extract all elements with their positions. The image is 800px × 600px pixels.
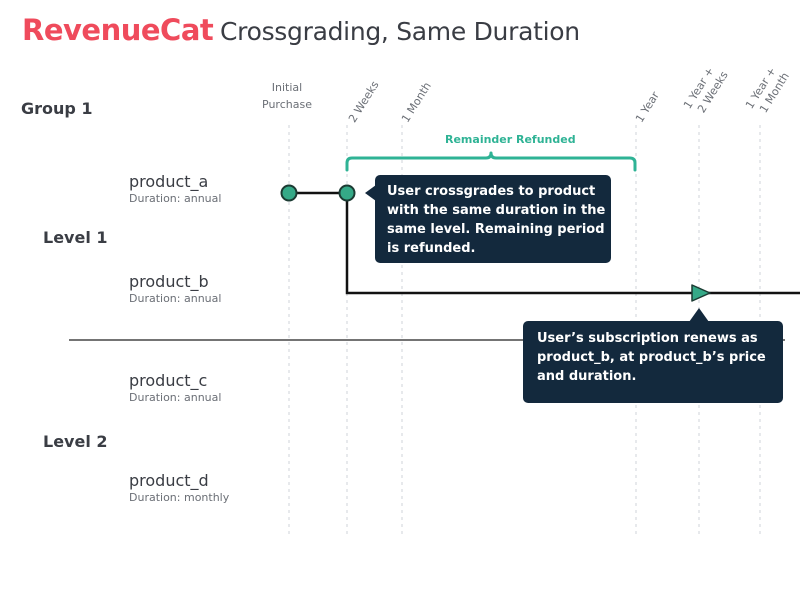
renewal-marker xyxy=(691,284,711,302)
callout-crossgrade-line: is refunded. xyxy=(387,241,476,256)
callout-crossgrade-line: with the same duration in the xyxy=(387,203,606,218)
product-d-duration: Duration: monthly xyxy=(129,491,230,504)
product-b-row: product_b Duration: annual xyxy=(129,272,221,306)
initial-label-line2: Purchase xyxy=(262,98,312,111)
group-label: Group 1 xyxy=(21,99,93,118)
crossgrade-marker xyxy=(338,184,356,202)
product-c-name: product_c xyxy=(129,371,208,390)
product-c-duration: Duration: annual xyxy=(129,391,222,404)
callout-renewal-line: and duration. xyxy=(537,369,637,384)
callout-renewal-pointer xyxy=(689,308,709,322)
callout-renewal: User’s subscription renews as product_b,… xyxy=(523,321,783,403)
remainder-refunded-bracket xyxy=(345,151,637,172)
callout-crossgrade-pointer xyxy=(365,185,376,201)
level-1-label: Level 1 xyxy=(43,228,108,247)
callout-crossgrade-line: User crossgrades to product xyxy=(387,184,596,199)
product-c-row: product_c Duration: annual xyxy=(129,371,221,405)
callout-renewal-line: User’s subscription renews as xyxy=(537,331,758,346)
product-d-row: product_d Duration: monthly xyxy=(129,471,229,505)
product-b-segment xyxy=(345,193,800,295)
callout-crossgrade-line: same level. Remaining period xyxy=(387,222,605,237)
product-a-duration: Duration: annual xyxy=(129,192,222,205)
product-a-row: product_a Duration: annual xyxy=(129,172,221,206)
callout-renewal-line: product_b, at product_b’s price xyxy=(537,350,766,365)
callout-crossgrade: User crossgrades to product with the sam… xyxy=(375,175,611,263)
revenuecat-logo: RevenueCat xyxy=(22,13,214,47)
page-title: Crossgrading, Same Duration xyxy=(220,17,580,46)
product-d-name: product_d xyxy=(129,471,209,490)
timeline-label-initial-purchase: Initial Purchase xyxy=(262,81,312,112)
initial-label-line1: Initial xyxy=(271,81,303,94)
remainder-refunded-label: Remainder Refunded xyxy=(445,133,576,146)
product-b-name: product_b xyxy=(129,272,209,291)
product-a-name: product_a xyxy=(129,172,209,191)
initial-purchase-marker xyxy=(280,184,298,202)
product-b-duration: Duration: annual xyxy=(129,292,222,305)
level-2-label: Level 2 xyxy=(43,432,108,451)
